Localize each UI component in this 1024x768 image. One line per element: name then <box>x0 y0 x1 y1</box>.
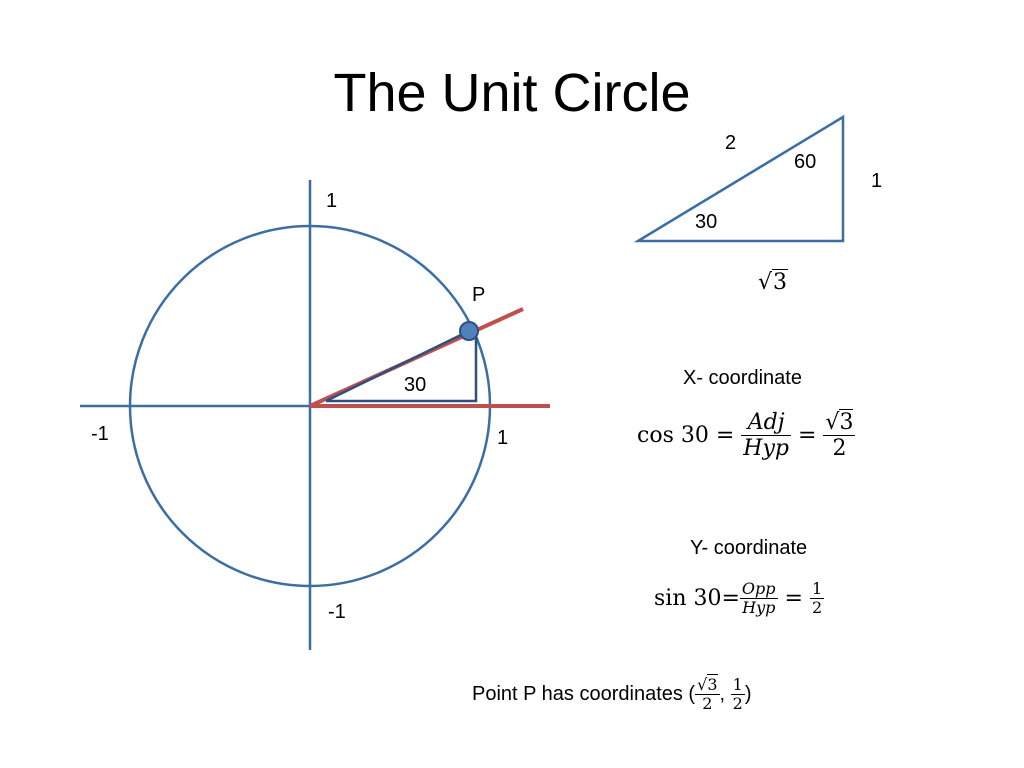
adj-over-hyp: Adj Hyp <box>741 410 791 462</box>
y-coord-fraction: 1 2 <box>730 675 745 714</box>
bottom-angle-label: 30 <box>695 211 718 233</box>
y-axis-label-bottom: -1 <box>328 601 346 623</box>
point-coordinates-statement: Point P has coordinates ( √3 2 , 1 2 ) <box>472 674 752 714</box>
hypotenuse-label: 2 <box>725 132 737 154</box>
y-axis-label-top: 1 <box>326 190 338 212</box>
opp-over-hyp: Opp Hyp <box>739 579 778 618</box>
sin-equation: sin 30= Opp Hyp = 1 2 <box>654 579 825 618</box>
cos-equation: cos 30 = Adj Hyp = √3 2 <box>637 409 856 462</box>
reference-triangle <box>633 114 845 243</box>
base-side-label: √3 <box>758 269 789 295</box>
one-over-two: 1 2 <box>809 579 825 618</box>
point-p-marker <box>459 321 479 341</box>
y-coordinate-heading: Y- coordinate <box>690 537 808 559</box>
opposite-side-label: 1 <box>871 170 883 192</box>
point-p-label: P <box>472 284 486 306</box>
sqrt3-over-2: √3 2 <box>823 409 856 462</box>
slide-title: The Unit Circle <box>333 63 691 123</box>
x-coord-fraction: √3 2 <box>695 674 720 714</box>
x-coordinate-heading: X- coordinate <box>683 367 802 389</box>
angle-label-30: 30 <box>404 374 427 396</box>
x-axis-label-right: 1 <box>497 427 509 449</box>
top-angle-label: 60 <box>794 151 817 173</box>
x-axis-label-left: -1 <box>91 423 109 445</box>
